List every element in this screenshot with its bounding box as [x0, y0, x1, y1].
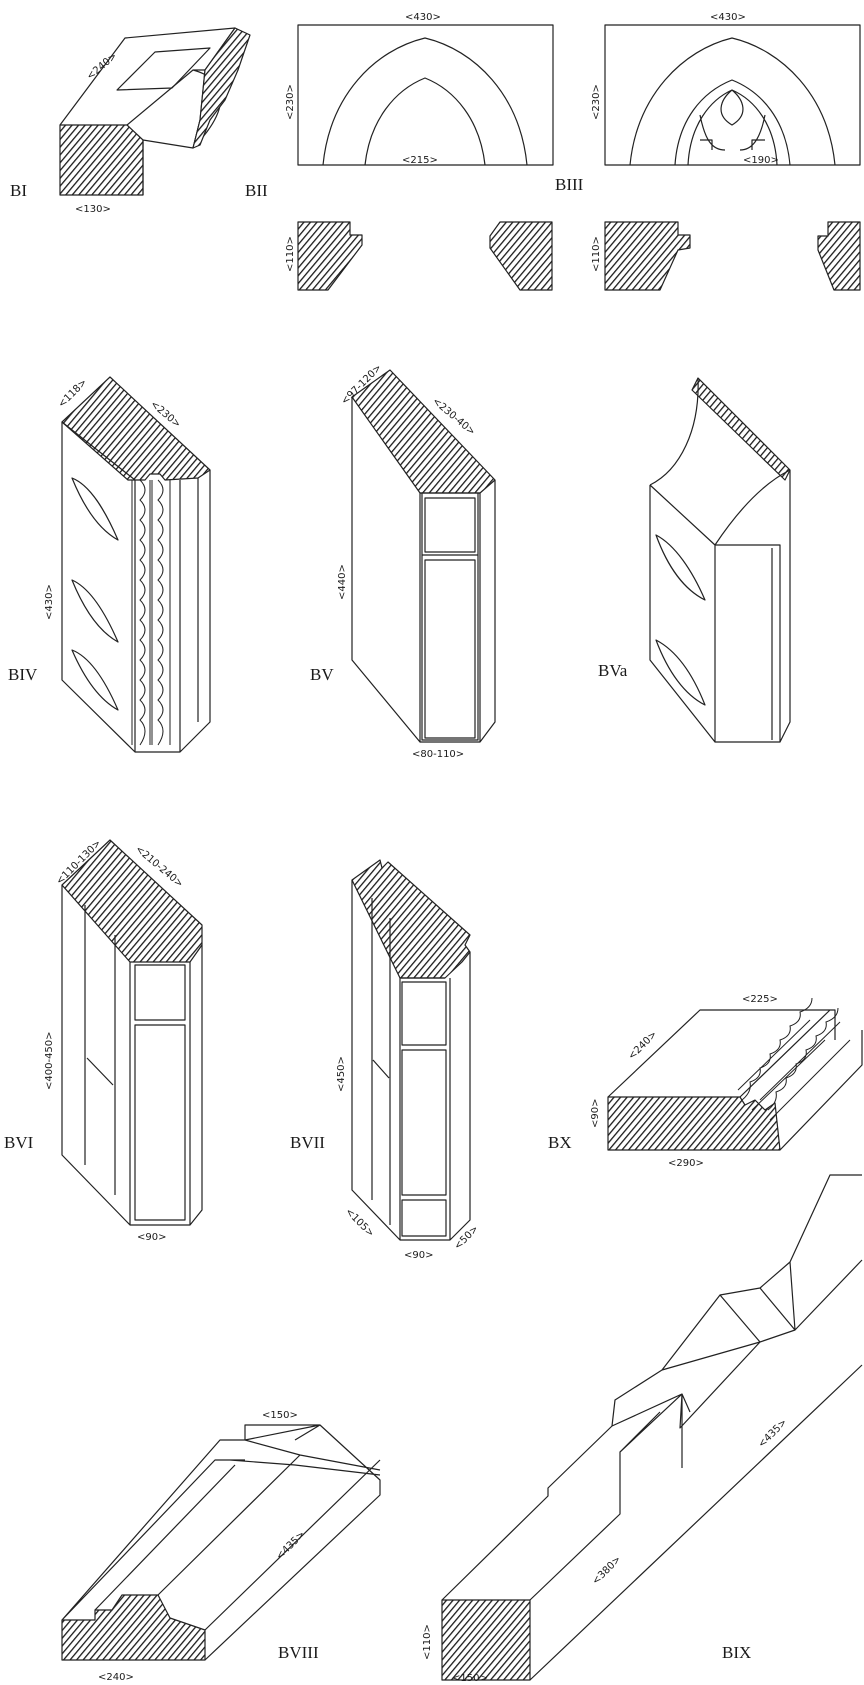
- b4-dim-3: <430>: [44, 584, 55, 620]
- b2-dim-2: <230>: [285, 84, 296, 120]
- b2-profile-left: [297, 221, 363, 291]
- b5-top: [351, 369, 496, 494]
- b2-dim-1: <430>: [405, 12, 441, 23]
- figure-b8: BVIII <150> <435> <240>: [61, 1410, 381, 1683]
- b1-break: [192, 27, 251, 149]
- figure-b6: BVI <110-130> <210-240> <400-450> <90>: [4, 838, 203, 1243]
- b5a-label: BVa: [598, 661, 628, 680]
- b4-top: [61, 376, 211, 481]
- b2-arch-outer: [322, 37, 528, 166]
- b5-label: BV: [310, 665, 334, 684]
- b5a-front-face: [649, 377, 791, 743]
- b8-dim-3: <240>: [98, 1672, 134, 1683]
- figure-b10: BX <225> <240> <90> <290>: [548, 994, 863, 1169]
- figure-b4: BIV <118> <230> <430>: [8, 376, 211, 753]
- b1-label: BI: [10, 181, 27, 200]
- b2-dim-4: <110>: [285, 236, 296, 272]
- b8-block: [61, 1424, 381, 1661]
- b3-dim-2: <230>: [591, 84, 602, 120]
- b7-right-face: [400, 952, 471, 1241]
- b9-label: BIX: [722, 1643, 751, 1662]
- b9-dim-2: <380>: [590, 1554, 623, 1587]
- b10-roll-moulding-1: [737, 997, 826, 1111]
- figure-b5a: BVa: [598, 377, 791, 743]
- b8-label: BVIII: [278, 1643, 319, 1662]
- b4-front-face: [61, 421, 136, 753]
- b8-dim-2: <435>: [274, 1529, 307, 1562]
- b4-roll-moulding-2: [151, 479, 171, 746]
- b7-top: [351, 859, 471, 979]
- figure-b5: BV <97-120> <230-40> <440> <80-110>: [310, 362, 496, 760]
- figure-b3: BIII <430> <230> <190> <110>: [555, 12, 861, 291]
- b5-right-face: [420, 480, 496, 743]
- b10-dim-3: <90>: [590, 1099, 601, 1128]
- b3-arch-outer: [629, 37, 836, 166]
- b4-leaf-2: [71, 579, 119, 643]
- b3-dim-4: <110>: [591, 236, 602, 272]
- b5-front-face: [351, 397, 421, 743]
- b4-leaf-1: [71, 477, 119, 541]
- b3-profile-right: [817, 221, 861, 291]
- b3-profile-left: [604, 221, 691, 291]
- b4-right-face: [135, 470, 211, 753]
- b1-section: [59, 124, 144, 196]
- b1-dim-2: <130>: [75, 204, 111, 215]
- b8-dim-1: <150>: [262, 1410, 298, 1421]
- b1-top-panel: [116, 47, 211, 91]
- b5-dim-3: <440>: [337, 564, 348, 600]
- b3-elevation: [604, 24, 861, 166]
- b10-section: [607, 1096, 781, 1151]
- b10-dim-4: <290>: [668, 1158, 704, 1169]
- b7-dim-2: <105>: [343, 1206, 376, 1239]
- b9-dim-1: <435>: [756, 1417, 789, 1450]
- b9-block: [441, 1174, 863, 1681]
- b6-dim-4: <90>: [137, 1232, 166, 1243]
- b3-dim-3: <190>: [743, 155, 779, 166]
- figure-b9: BIX <435> <380> <110> <150>: [422, 1174, 863, 1684]
- b1-dim-1: <240>: [85, 51, 120, 82]
- b6-dim-3: <400-450>: [44, 1031, 55, 1090]
- b9-section: [441, 1599, 531, 1681]
- b10-dim-2: <240>: [626, 1029, 659, 1062]
- b6-front-face: [61, 885, 131, 1226]
- b3-tracery: [687, 89, 778, 166]
- b7-dim-4: <50>: [452, 1223, 481, 1252]
- b7-dim-1: <450>: [336, 1056, 347, 1092]
- b6-right-face: [130, 945, 203, 1226]
- b7-label: BVII: [290, 1133, 325, 1152]
- b6-label: BVI: [4, 1133, 34, 1152]
- b2-label: BII: [245, 181, 268, 200]
- b4-label: BIV: [8, 665, 38, 684]
- b9-dim-4: <150>: [452, 1673, 488, 1684]
- b4-roll-moulding-1: [131, 479, 151, 746]
- b2-elevation: [297, 24, 554, 166]
- figure-b1: BI <240> <130>: [10, 27, 251, 215]
- b5a-leaf-2: [655, 639, 706, 706]
- b4-leaf-3: [71, 649, 119, 711]
- b5a-top: [691, 377, 791, 481]
- b5a-leaf-1: [655, 534, 706, 601]
- b2-dim-3: <215>: [402, 155, 438, 166]
- b8-section: [61, 1594, 206, 1661]
- b10-slab: [607, 1009, 863, 1151]
- b10-label: BX: [548, 1133, 572, 1152]
- b3-arch-inner: [674, 79, 791, 166]
- b10-dim-1: <225>: [742, 994, 778, 1005]
- b10-roll-moulding-2: [759, 1007, 851, 1121]
- b2-arch-inner: [364, 77, 486, 166]
- b7-front-face: [351, 880, 401, 1241]
- b9-dim-3: <110>: [422, 1624, 433, 1660]
- b2-profile-right: [489, 221, 553, 291]
- figure-b7: BVII <450> <105> <90> <50>: [290, 859, 481, 1261]
- b5-dim-4: <80-110>: [412, 749, 464, 760]
- b3-label: BIII: [555, 175, 584, 194]
- b7-dim-3: <90>: [404, 1250, 433, 1261]
- b3-dim-1: <430>: [710, 12, 746, 23]
- figure-b2: BII <430> <230> <215> <110>: [245, 12, 554, 291]
